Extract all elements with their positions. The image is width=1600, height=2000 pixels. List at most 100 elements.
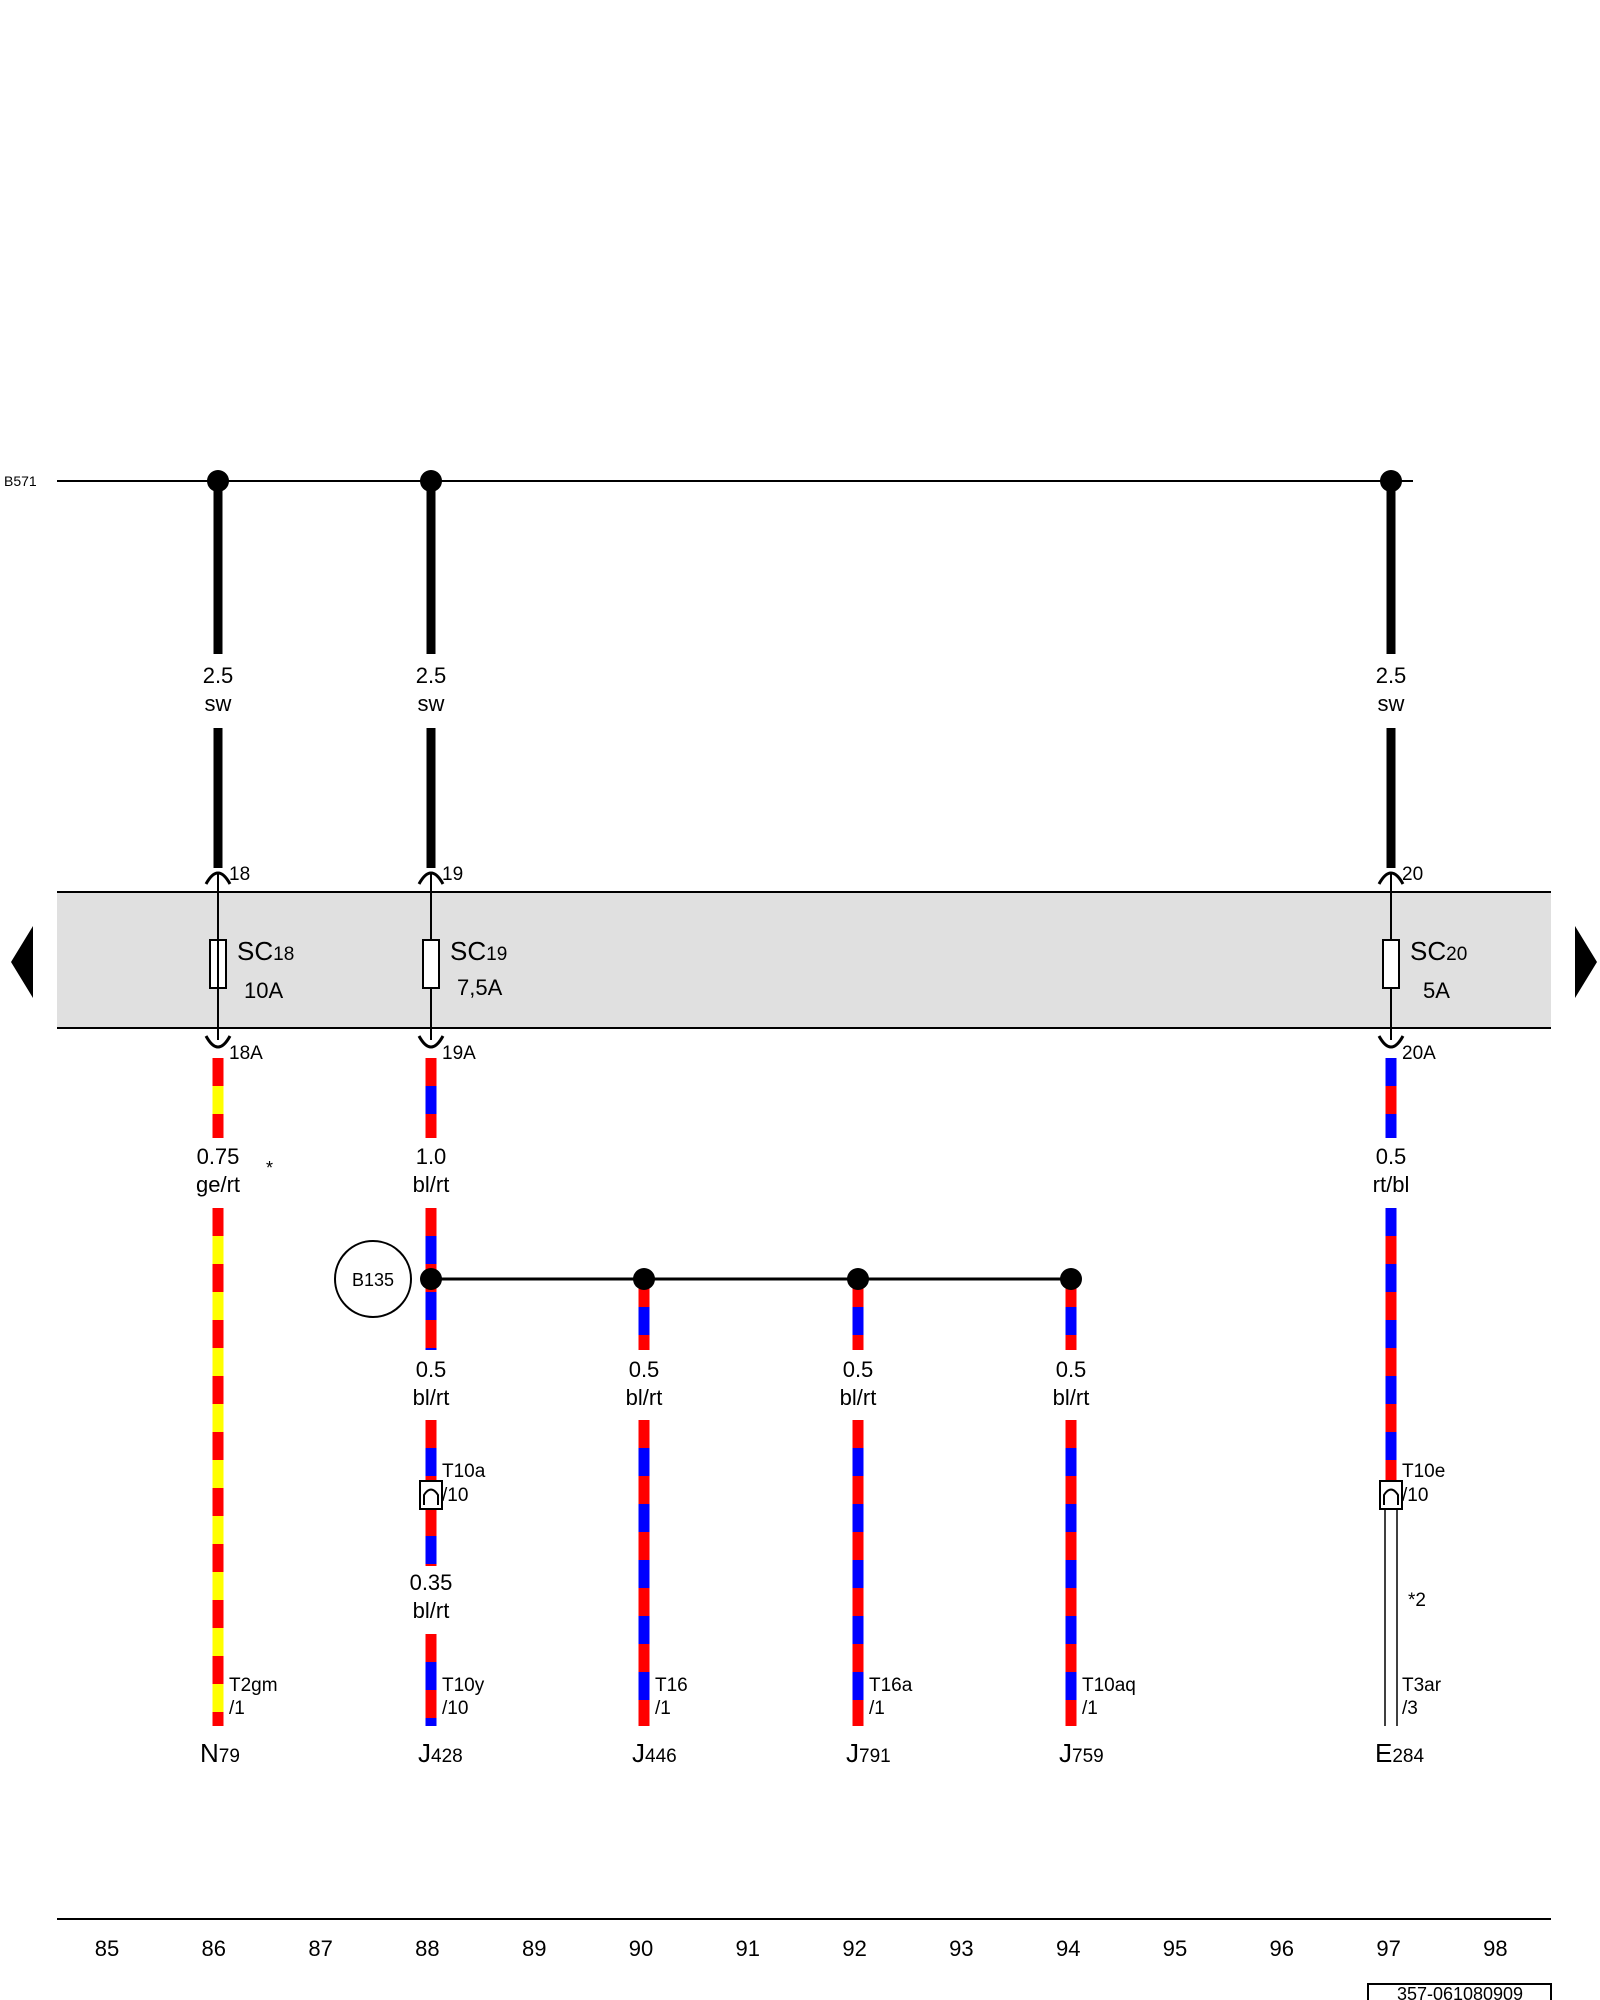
wire-stripe — [1065, 1644, 1077, 1672]
wire-stripe — [852, 1588, 864, 1616]
wire-bl-rt-to-j428 — [425, 1634, 437, 1726]
column-number: 87 — [308, 1936, 332, 1961]
component-e284[interactable]: E284 — [1375, 1738, 1424, 1768]
wire-stripe — [425, 1690, 437, 1718]
wire-stripe — [852, 1700, 864, 1726]
terminal-name: T10y — [442, 1675, 485, 1696]
wire-stripe — [1385, 1292, 1397, 1320]
wire-stripe — [425, 1348, 437, 1350]
wire-rt-bl-lower — [1385, 1208, 1397, 1482]
terminal-pin: /1 — [869, 1698, 885, 1719]
fuse-sc20[interactable]: 20 SC20 5A 20A — [1377, 864, 1467, 1064]
terminal-name: T2gm — [229, 1675, 278, 1696]
splice-wire-color: bl/rt — [413, 1385, 450, 1410]
fuse-rating: 5A — [1423, 978, 1450, 1003]
feed-wire-size: 2.5 — [416, 663, 447, 688]
arrow-left-icon[interactable] — [11, 926, 33, 998]
feed-wire-size: 2.5 — [1376, 663, 1407, 688]
wire-stripe — [425, 1208, 437, 1236]
wire-ge-rt-lower — [212, 1208, 224, 1726]
wire-stripe — [1385, 1404, 1397, 1432]
component-j791[interactable]: J791 — [846, 1738, 891, 1768]
column-number: 86 — [202, 1936, 226, 1961]
wire-stripe — [212, 1348, 224, 1376]
wire-stripe — [1065, 1672, 1077, 1700]
connector-name: T10a — [442, 1461, 486, 1482]
wire-stripe — [852, 1532, 864, 1560]
wire-bl-rt-to-t10a — [425, 1420, 437, 1482]
wire-stripe — [212, 1656, 224, 1684]
wire-stripe — [1065, 1700, 1077, 1726]
wire-stripe — [425, 1058, 437, 1086]
branch-wire-size: 0.75 — [197, 1144, 240, 1169]
wire-stripe — [638, 1476, 650, 1504]
wire-stripe — [425, 1564, 437, 1566]
column-number: 93 — [949, 1936, 973, 1961]
wire-stripe — [1065, 1279, 1077, 1307]
wire-bl-rt-j791-lower — [852, 1420, 864, 1726]
wire-stripe — [1385, 1376, 1397, 1404]
wire-stripe — [1065, 1420, 1077, 1448]
wire-stripe — [852, 1279, 864, 1307]
wire-stripe — [212, 1628, 224, 1656]
splice-label: B135 — [352, 1270, 394, 1290]
wire-stripe — [852, 1335, 864, 1350]
wire-bl-rt-j446-lower — [638, 1420, 650, 1726]
column-number: 89 — [522, 1936, 546, 1961]
feed-wire-color: sw — [1378, 691, 1405, 716]
terminal-pin: /1 — [655, 1698, 671, 1719]
splice-b135: B135 — [334, 1240, 1082, 1318]
feed-wire-color: sw — [205, 691, 232, 716]
fuse-id: SC20 — [1410, 936, 1467, 966]
fuse-rating: 7,5A — [457, 975, 503, 1000]
component-n79[interactable]: N79 — [200, 1738, 240, 1768]
striped-wires — [212, 1058, 1397, 1726]
wire-stripe — [852, 1644, 864, 1672]
feed-wire-sc18: 2.5 sw — [203, 470, 233, 868]
wire-stripe — [1065, 1616, 1077, 1644]
fuse-sc19[interactable]: 19 SC19 7,5A 19A — [417, 864, 507, 1064]
wire-stripe — [638, 1307, 650, 1335]
wire-stripe — [425, 1718, 437, 1726]
wire-stripe — [212, 1058, 224, 1086]
terminal-pin: /3 — [1402, 1698, 1418, 1719]
wire-bl-rt-from-t10a — [425, 1508, 437, 1566]
wire-rt-bl-upper — [1385, 1058, 1397, 1138]
column-number: 96 — [1270, 1936, 1294, 1961]
column-number: 95 — [1163, 1936, 1187, 1961]
wire-stripe — [425, 1536, 437, 1564]
wire-stripe — [212, 1404, 224, 1432]
wire-stripe — [1385, 1114, 1397, 1138]
wire-stripe — [638, 1588, 650, 1616]
wire-stripe — [1065, 1448, 1077, 1476]
connector-pin: /10 — [1402, 1485, 1428, 1506]
column-number: 97 — [1376, 1936, 1400, 1961]
wire-ge-rt-upper — [212, 1058, 224, 1138]
wire-stripe — [1385, 1320, 1397, 1348]
wire-stripe — [638, 1420, 650, 1448]
wire-stripe — [1385, 1460, 1397, 1482]
fuse-sc18[interactable]: 18 SC18 10A 18A — [204, 864, 294, 1064]
lower-wire-color: bl/rt — [413, 1598, 450, 1623]
component-j428[interactable]: J428 — [418, 1738, 463, 1768]
wire-stripe — [1385, 1058, 1397, 1086]
component-j446[interactable]: J446 — [632, 1738, 677, 1768]
component-j759[interactable]: J759 — [1059, 1738, 1104, 1768]
wire-stripe — [425, 1292, 437, 1320]
branch-wire-size: 1.0 — [416, 1144, 447, 1169]
splice-wire-size: 0.5 — [1056, 1357, 1087, 1382]
wire-stripe — [425, 1634, 437, 1662]
wire-stripe — [212, 1432, 224, 1460]
wire-stripe — [852, 1476, 864, 1504]
column-number: 98 — [1483, 1936, 1507, 1961]
arrow-right-icon[interactable] — [1575, 926, 1597, 998]
terminal-pin: /1 — [229, 1698, 245, 1719]
column-number: 91 — [736, 1936, 760, 1961]
wire-bl-rt-j759-lower — [1065, 1420, 1077, 1726]
fuse-id: SC19 — [450, 936, 507, 966]
wire-stripe — [212, 1684, 224, 1712]
column-number: 85 — [95, 1936, 119, 1961]
fuse-holder-band — [57, 892, 1551, 1028]
wire-stripe — [1065, 1476, 1077, 1504]
